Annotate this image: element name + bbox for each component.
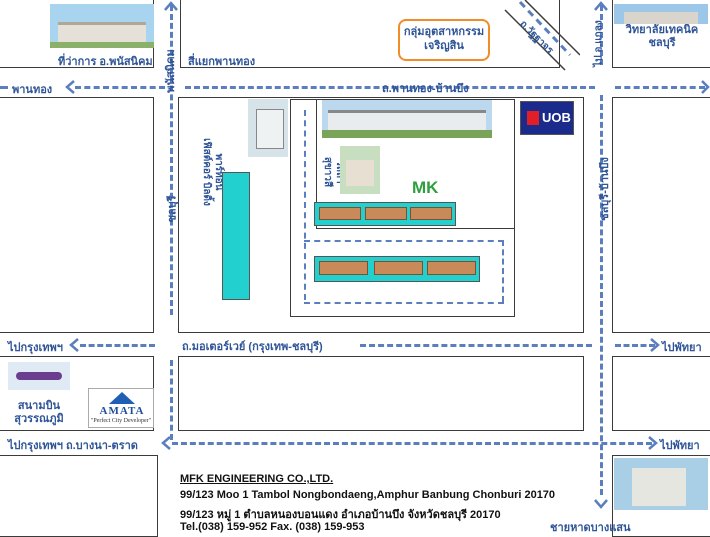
townhouse-row-lower	[314, 256, 480, 282]
industrial-group-box	[398, 19, 490, 61]
block-low-right	[612, 356, 710, 431]
factory-building-photo	[322, 100, 492, 138]
block-mid-right	[612, 97, 710, 333]
label-bangsaen-beach: ชายหาดบางแสน	[550, 522, 631, 534]
arrow-west-top	[65, 80, 75, 94]
factory-internal-road	[304, 110, 306, 300]
label-to-pattaya-1: ไปพัทยา	[662, 342, 702, 354]
beach-photo	[614, 458, 708, 510]
villa-photo	[340, 146, 380, 194]
label-motorway: ถ.มอเตอร์เวย์ (กรุงเทพ-ชลบุรี)	[182, 341, 323, 353]
townhouse-row-upper	[314, 202, 456, 226]
label-pratthong-village: พาร์ทอน เฟิสต์คอร์ บิลดิ้ง	[200, 138, 224, 206]
label-to-bangkok-2: ไปกรุงเทพฯ ถ.บางนา-ตราด	[8, 440, 138, 452]
road-motorway-west	[80, 344, 155, 347]
road-phanat-vertical	[170, 5, 173, 315]
label-phan-thong-ban-bueng-road: ถ.พานทอง-บ้านบึง	[382, 83, 469, 95]
label-technical-college: วิทยาลัยเทคนิค ชลบุรี	[625, 24, 699, 49]
phanat-district-office-photo	[50, 4, 154, 48]
label-chonburi-ban-bueng: ชลบุรี-บ้านบึง	[598, 157, 611, 221]
block-bottom-left	[0, 455, 158, 537]
label-to-phan-thong-district: ไป อ.แกลง	[593, 20, 605, 67]
arrow-west-motorway	[69, 338, 79, 352]
label-chonburi-vertical: ชลบุรี	[166, 195, 179, 223]
label-phan-thong-west: พานทอง	[12, 84, 53, 96]
label-phanat-vertical: พนัสนิคม	[164, 49, 177, 93]
factory-internal-road-right	[502, 240, 504, 302]
company-contact: Tel.(038) 159-952 Fax. (038) 159-953	[180, 521, 365, 533]
road-phanthong-banbueng	[185, 86, 595, 89]
block-top-center	[180, 0, 560, 68]
factory-internal-road-h	[304, 240, 504, 242]
uob-logo-mark	[527, 111, 539, 125]
arrow-west-phanthong-e	[701, 80, 710, 94]
label-to-bangkok-1: ไปกรุงเทพฯ	[8, 342, 63, 354]
arrow-east-motorway	[650, 338, 660, 352]
arrow-west-bangna	[161, 436, 171, 450]
road-diagonal	[504, 0, 580, 71]
amata-logo-mark	[109, 392, 135, 404]
road-chonburi-banbueng-top	[600, 5, 603, 65]
block-mid-left	[0, 97, 154, 333]
road-phanat-vertical-low	[170, 360, 173, 440]
company-address-th: 99/123 หมู่ 1 ตำบลหนองบอนแดง อำเภอบ้านบึ…	[180, 509, 501, 521]
label-industrial-group: กลุ่มอุตสาหกรรม เจริญสิน	[403, 26, 485, 52]
road-chonburi-banbueng	[600, 95, 603, 495]
amata-logo-text: AMATA	[99, 405, 145, 417]
arrow-north-right	[594, 1, 608, 11]
road-phanthong-west	[75, 86, 165, 89]
road-motorway-east	[615, 344, 655, 347]
factory-internal-road-bottom	[304, 302, 504, 304]
label-phan-thong-junction: สี่แยกพานทอง	[188, 56, 256, 68]
company-name: MFK ENGINEERING CO.,LTD.	[180, 473, 334, 485]
uob-logo-text: UOB	[542, 110, 571, 125]
guardhouse-photo	[248, 99, 288, 157]
mfk-logo: MK	[412, 178, 438, 198]
technical-college-photo	[614, 4, 708, 24]
mfk-logo-text: MK	[412, 178, 439, 197]
road-motorway-center	[360, 344, 592, 347]
block-low-center	[178, 356, 584, 431]
uob-logo: UOB	[520, 101, 574, 135]
townhouse-row-vertical	[222, 172, 250, 300]
arrow-east-bangna	[648, 436, 658, 450]
arrow-north-left	[164, 1, 178, 11]
label-to-pattaya-2: ไปพัทยา	[660, 440, 700, 452]
amata-tagline: "Perfect City Developer"	[90, 418, 152, 424]
road-phanthong-west-short	[0, 86, 8, 89]
amata-logo: AMATA "Perfect City Developer"	[88, 388, 154, 428]
road-bangna-trat	[172, 442, 652, 445]
road-phanthong-east	[615, 86, 705, 89]
label-airport: สนามบิน สุวรรณภูมิ	[14, 400, 64, 425]
company-address-en: 99/123 Moo 1 Tambol Nongbondaeng,Amphur …	[180, 489, 556, 501]
arrow-south-right	[594, 499, 608, 509]
airport-photo	[8, 362, 70, 390]
label-phanat-district-office: ที่ว่าการ อ.พนัสนิคม	[58, 56, 153, 68]
